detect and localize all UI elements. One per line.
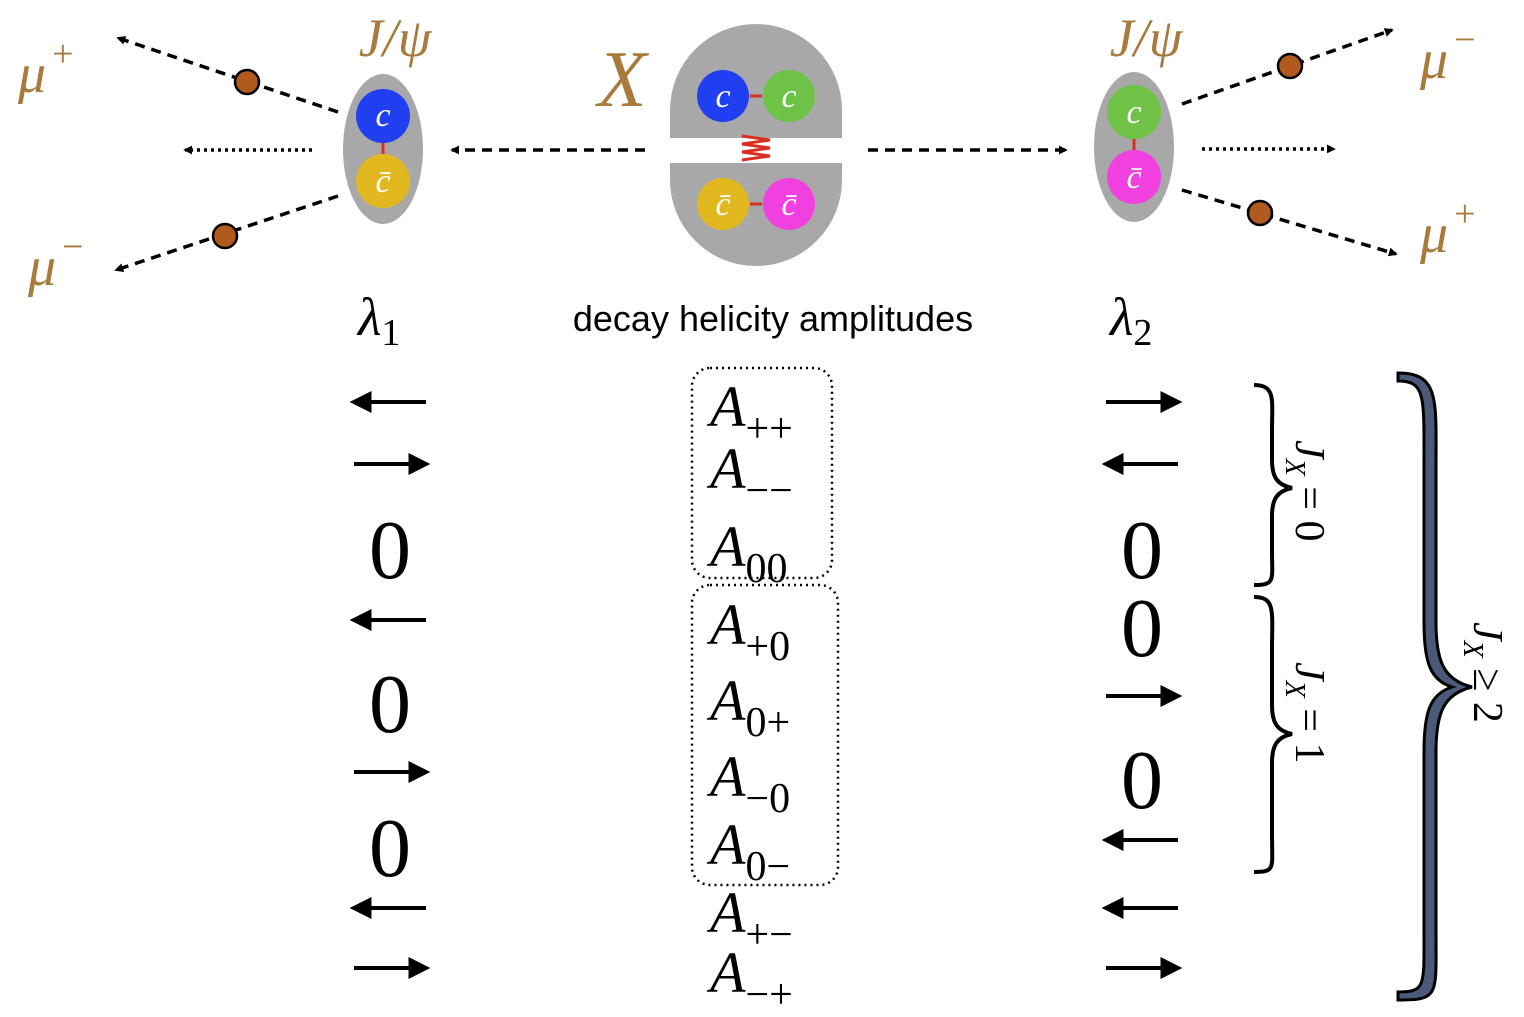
amplitude-label: A+− (706, 880, 793, 958)
group-box-jx1 (690, 583, 840, 887)
brace-jx1 (1253, 595, 1293, 874)
svg-text:JX ≥ 2: JX ≥ 2 (1457, 622, 1510, 723)
mu-plus-left-track (116, 36, 339, 114)
mu-plus-right-label: μ+ (1419, 193, 1476, 265)
muon-dot (211, 222, 239, 250)
muon-dot (1246, 199, 1274, 227)
lambda1-value: 0 (369, 504, 411, 597)
lambda2-value: 0 (1121, 504, 1163, 597)
label-jx2: JX ≥ 2 (1457, 622, 1510, 723)
lambda2-header: λ2 (1108, 287, 1152, 354)
helicity-row: 0 A0− (369, 802, 1178, 895)
mu-minus-left-track (114, 194, 339, 272)
muon-dot (233, 68, 261, 96)
mu-plus-left-label: μ+ (17, 33, 74, 105)
amplitude-label: A++ (706, 374, 793, 452)
helicity-row: A++ (349, 374, 1183, 452)
quark-c-green (1107, 85, 1161, 139)
lower-diquark-blob (670, 163, 842, 266)
amplitude-label: A+0 (706, 592, 790, 670)
amplitude-label: A0− (706, 812, 790, 890)
x-state-label: X (595, 36, 650, 124)
quark-cbar-label: c̄ (715, 186, 731, 223)
quark-cbar-label: c̄ (781, 186, 797, 223)
amplitude-label: A−− (706, 436, 793, 514)
mu-minus-right-label: μ− (1419, 19, 1476, 91)
helicity-row: 0 A−0 (354, 734, 1163, 827)
quark-cbar-magenta (763, 178, 815, 230)
quark-cbar-yellow (356, 154, 410, 208)
lambda1-header: λ1 (356, 287, 400, 354)
label-jx1: JX = 1 (1279, 662, 1332, 763)
amplitude-label: A0+ (706, 668, 790, 746)
amplitude-label: A−+ (706, 940, 793, 1017)
lambda2-value: 0 (1121, 582, 1163, 675)
lambda1-value: 0 (369, 802, 411, 895)
muon-dot (1276, 52, 1304, 80)
quark-c-blue (697, 70, 749, 122)
amplitude-label: A00 (706, 514, 787, 592)
amplitude-label: A−0 (706, 744, 790, 822)
brace-jx0 (1253, 383, 1293, 587)
group-box-jx0 (690, 366, 834, 580)
lambda2-value: 0 (1121, 734, 1163, 827)
helicity-row: A−− (354, 436, 1178, 514)
svg-text:JX = 0: JX = 0 (1279, 440, 1332, 541)
mu-minus-left-label: μ− (27, 226, 84, 298)
amplitudes-header: decay helicity amplitudes (573, 298, 973, 339)
quark-c-label: c (781, 78, 796, 115)
right-jpsi-label: J/ψ (1110, 8, 1184, 68)
lambda1-value: 0 (369, 658, 411, 751)
helicity-row: 0 A0+ (369, 658, 1183, 751)
x-tetraquark: c c c̄ c̄ (670, 24, 842, 266)
left-jpsi-meson: c c̄ (343, 74, 423, 224)
left-jpsi-label: J/ψ (359, 8, 433, 68)
quark-c-blue (356, 89, 410, 143)
quark-c-label: c (1126, 94, 1141, 131)
right-jpsi-meson: c c̄ (1094, 72, 1174, 222)
quark-cbar-magenta (1107, 150, 1161, 204)
label-jx0: JX = 0 (1279, 440, 1332, 541)
helicity-row: A+− (349, 880, 1178, 958)
quark-c-label: c (715, 78, 730, 115)
mu-plus-right-track (1181, 188, 1398, 257)
helicity-row: 0 0 A00 (369, 504, 1163, 597)
quark-cbar-label: c̄ (375, 163, 391, 200)
helicity-row: A−+ (354, 940, 1183, 1017)
quark-cbar-yellow (697, 178, 749, 230)
spring-icon (741, 134, 771, 162)
quark-cbar-label: c̄ (1126, 159, 1142, 196)
upper-diquark-blob (670, 24, 842, 138)
helicity-row: 0 A+0 (349, 582, 1163, 675)
quark-c-green (763, 70, 815, 122)
quark-c-label: c (375, 97, 390, 134)
brace-jx2 (1396, 371, 1473, 1002)
svg-text:JX = 1: JX = 1 (1279, 662, 1332, 763)
